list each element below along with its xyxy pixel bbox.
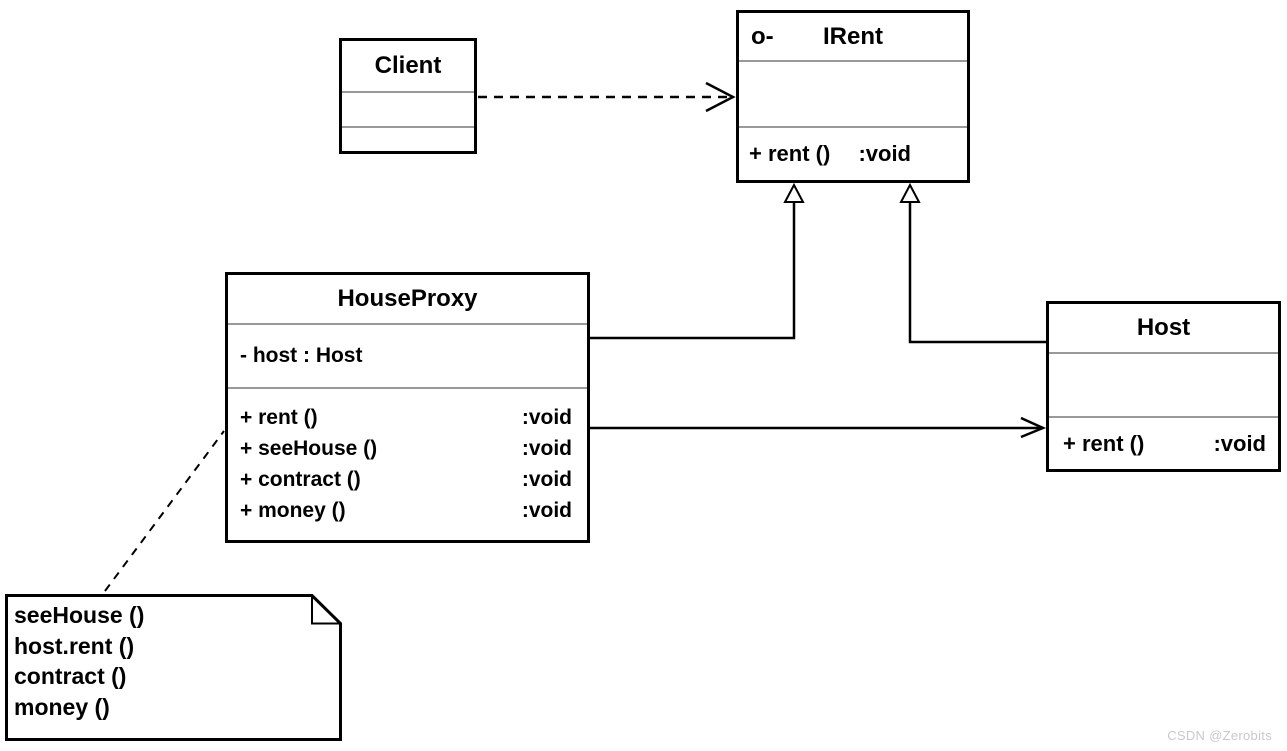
class-irent-attrs-section [739, 62, 967, 128]
attribute: - host : Host [240, 344, 363, 367]
class-title: IRent [823, 22, 883, 50]
method-row: + rent () :void [739, 128, 967, 180]
method-row: + rent () :void [1049, 418, 1278, 469]
method-return-type: :void [521, 468, 572, 491]
note-anchor-line [104, 430, 225, 592]
note-line: seeHouse () [14, 602, 145, 628]
uml-note: seeHouse () host.rent () contract () mon… [6, 600, 334, 722]
method-signature: + rent () [1063, 430, 1145, 456]
note-shape [5, 594, 342, 741]
method-signature: + seeHouse () [240, 437, 378, 460]
class-irent-methods-section: + rent () :void [739, 128, 967, 180]
method-return-type: :void [521, 437, 572, 460]
class-client-title-section: Client [342, 41, 474, 93]
method-row: + contract () :void [240, 464, 572, 495]
method-signature: + contract () [240, 468, 361, 491]
watermark: CSDN @Zerobits [1167, 728, 1272, 743]
note-line: money () [14, 693, 110, 720]
realization-arrow-houseproxy-irent [589, 182, 805, 340]
class-host-methods-section: + rent () :void [1049, 418, 1278, 469]
method-return-type: :void [521, 499, 572, 522]
class-client-methods-section [342, 128, 474, 151]
method-row: + rent () :void [240, 402, 572, 433]
class-title: HouseProxy [337, 285, 478, 312]
class-houseproxy: HouseProxy - host : Host + rent () :void… [225, 272, 590, 543]
method-signature: + rent () [240, 406, 318, 429]
class-title: Host [1136, 314, 1191, 341]
class-client: Client [339, 38, 477, 154]
class-irent: o- IRent + rent () :void [736, 10, 970, 183]
class-host-title-section: Host [1049, 304, 1278, 354]
method-signature: + money () [240, 499, 346, 522]
method-return-type: :void [521, 406, 572, 429]
interface-lollipop-icon: o- [751, 22, 774, 50]
note-line: host.rent () [14, 632, 135, 659]
method-row: + money () :void [240, 495, 572, 526]
class-client-attrs-section [342, 93, 474, 128]
class-host: Host + rent () :void [1046, 301, 1281, 472]
class-irent-title-section: o- IRent [739, 13, 967, 62]
method-return-type: :void [858, 141, 911, 166]
note-line: contract () [14, 663, 127, 689]
class-title: Client [374, 52, 442, 79]
dependency-arrow-client-irent [478, 81, 736, 113]
class-host-attrs-section [1049, 354, 1278, 418]
association-arrow-houseproxy-host [589, 416, 1047, 439]
realization-arrow-host-irent [899, 182, 1047, 344]
class-houseproxy-methods-section: + rent () :void + seeHouse () :void + co… [228, 389, 587, 540]
class-houseproxy-attrs-section: - host : Host [228, 325, 587, 389]
method-signature: + rent () [749, 141, 831, 166]
method-return-type: :void [1213, 430, 1266, 456]
method-row: + seeHouse () :void [240, 433, 572, 464]
class-houseproxy-title-section: HouseProxy [228, 275, 587, 325]
